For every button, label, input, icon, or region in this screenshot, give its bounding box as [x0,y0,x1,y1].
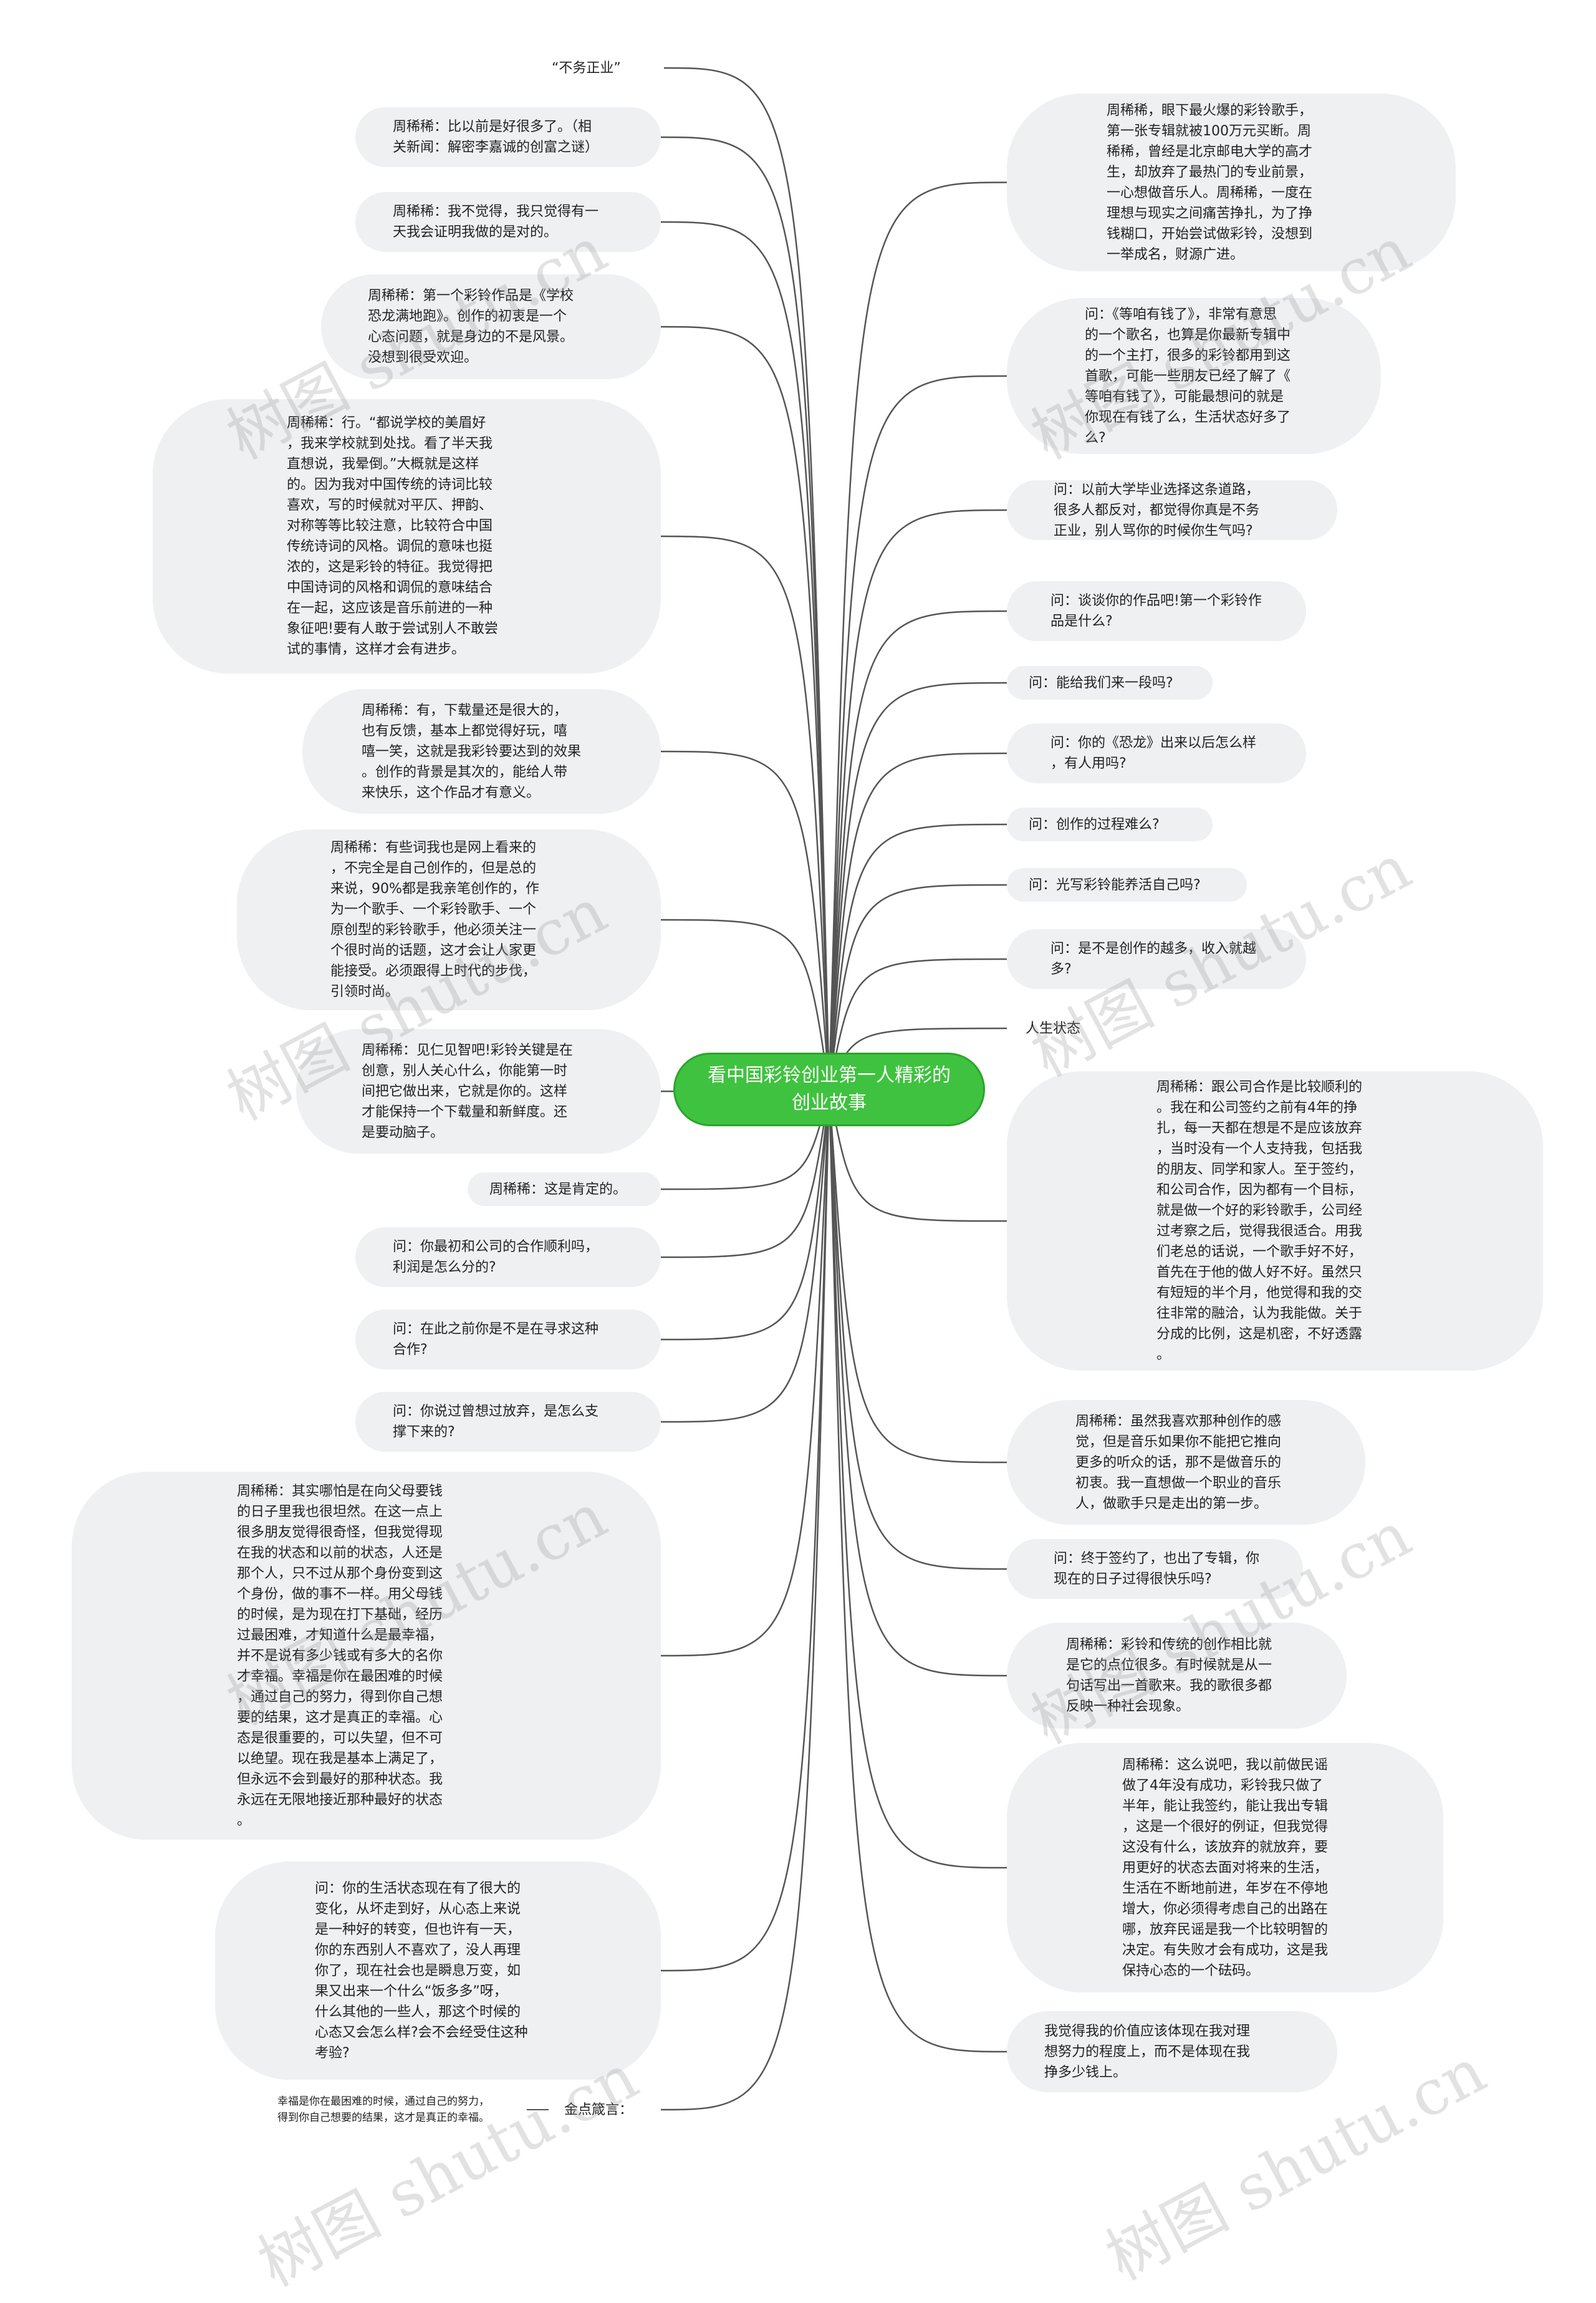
right-node-14[interactable]: 周稀稀：彩铃和传统的创作相比就 是它的点位很多。有时候就是从一 句话写出一首歌来… [1007,1623,1347,1729]
connector-L3 [660,326,830,1090]
connector-R14 [828,1089,1007,1869]
connector-L1 [660,136,830,1090]
connector-L11 [660,1089,830,1423]
right-node-12[interactable]: 周稀稀：虽然我喜欢那种创作的感 觉，但是音乐如果你不能把它推向 更多的听众的话，… [1007,1400,1365,1525]
right-node-2[interactable]: 问：《等咱有钱了》，非常有意思 的一个歌名，也算是你最新专辑中 的一个主打，很多… [1007,298,1381,454]
left-node-3[interactable]: 周稀稀：我不觉得，我只觉得有一 天我会证明我做的是对的。 [355,192,661,252]
connector-R0 [828,181,1007,1090]
connector-R12 [828,1089,1007,1570]
right-node-8[interactable]: 问：光写彩铃能养活自己吗? [1007,868,1247,902]
left-node-10[interactable]: 问：你最初和公司的合作顺利吗， 利润是怎么分的? [355,1227,661,1287]
left-node-11[interactable]: 问：在此之前你是不是在寻求这种 合作? [355,1310,661,1369]
connector-R1 [828,375,1007,1090]
connector-R6 [828,823,1007,1090]
left-node-6[interactable]: 周稀稀：有，下载量还是很大的， 也有反馈，基本上都觉得好玩，嘻 嘻一笑，这就是我… [302,689,661,814]
right-node-15[interactable]: 周稀稀：这么说吧，我以前做民谣 做了4年没有成功，彩铃我只做了 半年，能让我签约… [1007,1743,1443,1992]
connector-L6 [660,919,830,1090]
right-node-13[interactable]: 问：终于签约了，也出了专辑，你 现在的日子过得很快乐吗? [1007,1539,1303,1599]
right-node-10[interactable]: 人生状态 [1026,1020,1081,1036]
right-node-1[interactable]: 周稀稀，眼下最火爆的彩铃歌手， 第一张专辑就被100万元买断。周 稀稀，曾经是北… [1007,94,1456,271]
right-node-4[interactable]: 问：谈谈你的作品吧!第一个彩铃作 品是什么? [1007,581,1306,641]
connector-L14 [660,1089,830,2111]
connector-L5 [660,750,830,1090]
motto-text[interactable]: 幸福是你在最困难的时候，通过自己的努力， 得到你自己想要的结果，这才是真正的幸福… [277,2095,489,2124]
connector-R2 [828,509,1007,1090]
left-node-9[interactable]: 周稀稀：这是肯定的。 [468,1172,661,1206]
connector-R15 [828,1089,1007,2053]
right-node-5[interactable]: 问：能给我们来一段吗? [1007,666,1213,700]
central-topic[interactable]: 看中国彩铃创业第一人精彩的创业故事 [673,1053,985,1126]
connector-R13 [828,1089,1007,1677]
connector-L4 [660,535,830,1090]
right-node-11[interactable]: 周稀稀：跟公司合作是比较顺利的 。我在和公司签约之前有4年的挣 扎，每一天都在想… [1007,1071,1543,1371]
connector-L12 [660,1089,830,1657]
right-node-7[interactable]: 问：创作的过程难么? [1007,808,1213,841]
left-node-8[interactable]: 周稀稀：见仁见智吧!彩铃关键是在 创意，别人关心什么，你能第一时 间把它做出来，… [296,1029,661,1154]
connector-lines [527,67,1007,2111]
left-node-13[interactable]: 周稀稀：其实哪怕是在向父母要钱 的日子里我也很坦然。在这一点上 很多朋友觉得很奇… [72,1472,661,1840]
connector-R7 [828,884,1007,1090]
left-node-motto-label[interactable]: 金点箴言： [564,2102,633,2118]
connector-L13 [660,1089,830,1972]
connector-L2 [660,221,830,1090]
left-node-7[interactable]: 周稀稀：有些词我也是网上看来的 ，不完全是自己创作的，但是总的 来说，90%都是… [237,829,661,1010]
connector-R8 [828,958,1007,1090]
left-node-5[interactable]: 周稀稀：行。“都说学校的美眉好 ，我来学校就到处找。看了半天我 直想说，我晕倒。… [153,399,661,674]
left-node-2[interactable]: 周稀稀：比以前是好很多了。（相 关新闻：解密李嘉诚的创富之谜） [355,107,661,167]
left-node-4[interactable]: 周稀稀：第一个彩铃作品是《学校 恐龙满地跑》。创作的初衷是一个 心态问题，就是身… [321,274,661,379]
connector-R10 [828,1089,1007,1222]
connector-R4 [828,682,1007,1090]
right-node-6[interactable]: 问：你的《恐龙》出来以后怎么样 ，有人用吗? [1007,723,1306,783]
left-node-14[interactable]: 问：你的生活状态现在有了很大的 变化，从坏走到好，从心态上来说 是一种好的转变，… [215,1861,661,2080]
right-node-9[interactable]: 问：是不是创作的越多，收入就越 多? [1007,929,1306,989]
connector-L10 [660,1089,830,1341]
left-node-1[interactable]: “不务正业” [552,60,621,76]
connector-R5 [828,752,1007,1090]
connector-R3 [828,610,1007,1090]
right-node-3[interactable]: 问：以前大学毕业选择这条道路， 很多人都反对，都觉得你真是不务 正业，别人骂你的… [1007,480,1337,540]
mind-map-canvas: 看中国彩铃创业第一人精彩的创业故事 “不务正业” 周稀稀：比以前是好很多了。（相… [72,60,1543,2301]
connector-L0 [663,67,830,1090]
connector-L9 [660,1089,830,1258]
right-node-16[interactable]: 我觉得我的价值应该体现在我对理 想努力的程度上，而不是体现在我 挣多少钱上。 [1007,2011,1337,2092]
connector-R11 [828,1089,1007,1464]
left-node-12[interactable]: 问：你说过曾想过放弃，是怎么支 撑下来的? [355,1392,661,1452]
